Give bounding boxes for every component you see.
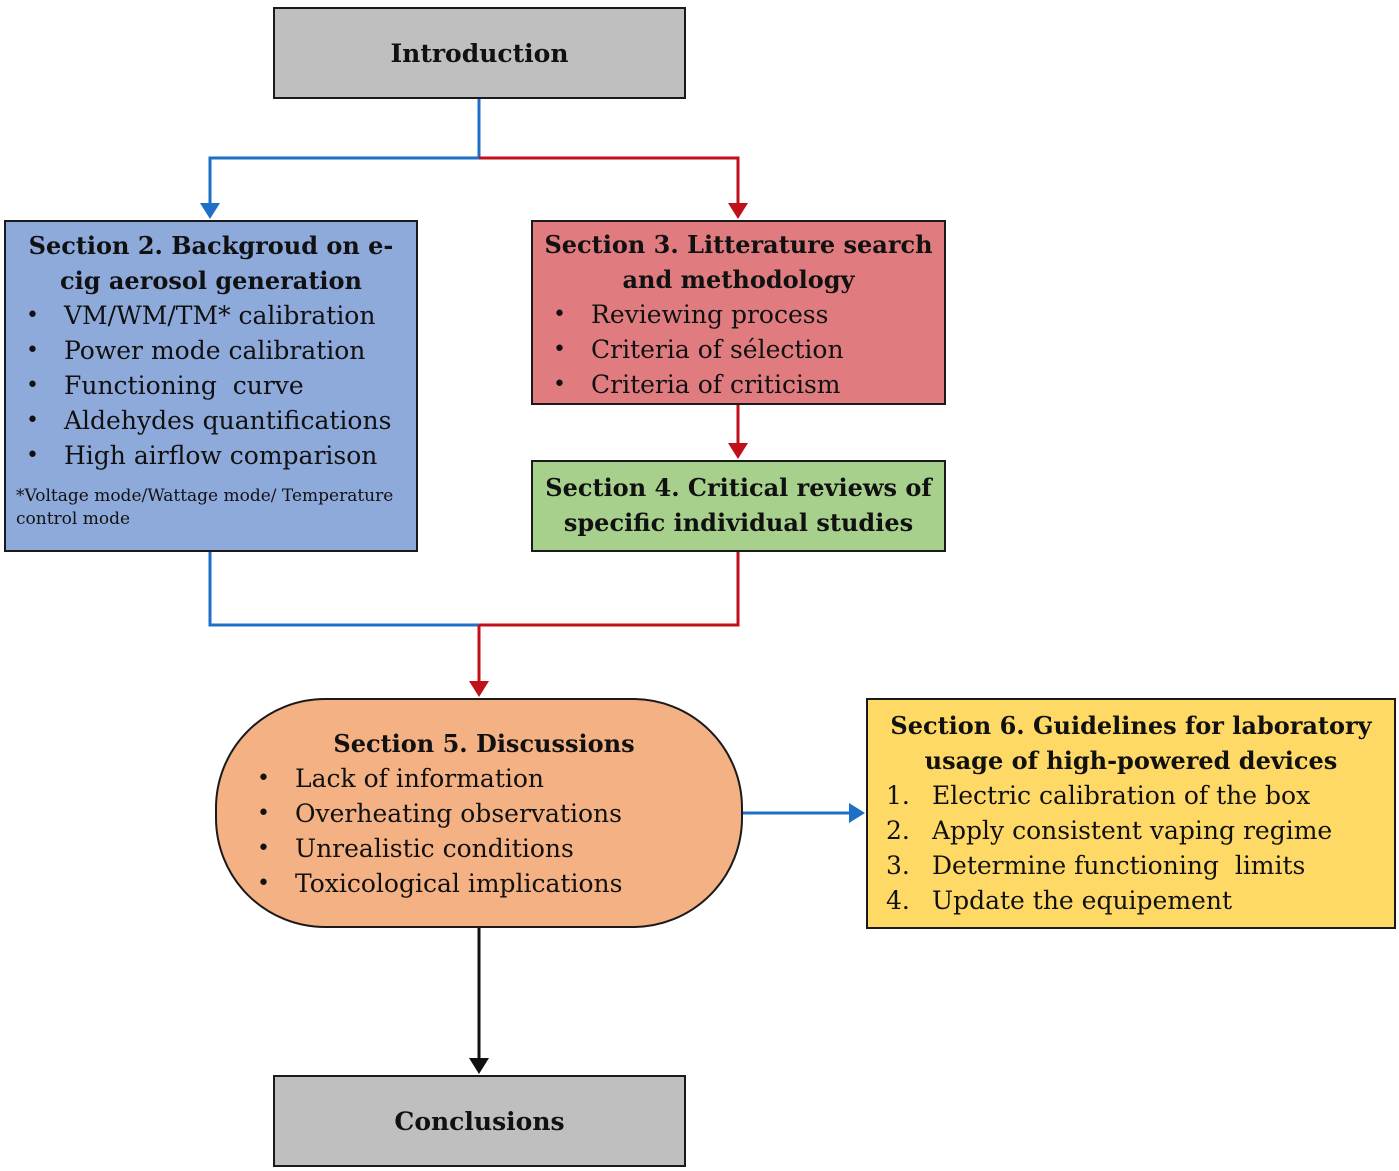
list-item: 4. Update the equipement: [876, 883, 1386, 918]
section2-footnote: *Voltage mode/Wattage mode/ Temperature …: [16, 486, 394, 529]
section4-box: Section 4. Critical reviews of specific …: [531, 460, 946, 552]
bullet-icon: •: [257, 836, 270, 861]
arrowhead-section6: [849, 803, 865, 823]
arrowhead-conclusions: [469, 1058, 489, 1074]
list-item-text: Power mode calibration: [64, 336, 366, 365]
list-item-text: VM/WM/TM* calibration: [64, 301, 376, 330]
list-number: 1.: [886, 781, 910, 810]
section6-title-line1: Section 6. Guidelines for laboratory: [890, 711, 1372, 740]
list-item-text: Lack of information: [295, 764, 545, 793]
section2-title: Section 2. Backgroud on e- cig aerosol g…: [16, 228, 406, 298]
list-item-text: Electric calibration of the box: [932, 781, 1311, 810]
connector-section4-to-merge: [479, 552, 740, 627]
section3-box: Section 3. Litterature search and method…: [531, 220, 946, 405]
section3-list: • Reviewing process • Criteria of sélectio…: [543, 297, 934, 402]
list-item: 1. Electric calibration of the box: [876, 778, 1386, 813]
list-item: • Aldehydes quantifications: [16, 403, 406, 438]
section5-title: Section 5. Discussions: [333, 729, 635, 758]
section6-list: 1. Electric calibration of the box 2. Appl…: [876, 778, 1386, 918]
list-number: 3.: [886, 851, 910, 880]
list-item: • VM/WM/TM* calibration: [16, 298, 406, 333]
introduction-box: Introduction: [273, 7, 686, 99]
section6-title-line2: usage of high-powered devices: [924, 746, 1338, 775]
section6-title: Section 6. Guidelines for laboratory usa…: [876, 708, 1386, 778]
list-item: 3. Determine functioning limits: [876, 848, 1386, 883]
list-item-text: Unrealistic conditions: [295, 834, 574, 863]
list-item: • Functioning curve: [16, 368, 406, 403]
list-item-text: Functioning curve: [64, 371, 304, 400]
list-item-text: Reviewing process: [591, 300, 829, 329]
list-item-text: Criteria of criticism: [591, 370, 841, 399]
list-item: • Toxicological implications: [247, 866, 721, 901]
list-item: • Overheating observations: [247, 796, 721, 831]
introduction-label: Introduction: [390, 38, 569, 68]
list-item-text: Criteria of sélection: [591, 335, 844, 364]
section2-list: • VM/WM/TM* calibration • Power mode calib…: [16, 298, 406, 473]
list-item-text: Overheating observations: [295, 799, 622, 828]
section6-box: Section 6. Guidelines for laboratory usa…: [866, 698, 1396, 929]
list-item: • High airflow comparison: [16, 438, 406, 473]
connector-section2-to-merge: [208, 552, 479, 627]
list-item: • Criteria of sélection: [543, 332, 934, 367]
bullet-icon: •: [553, 337, 566, 362]
list-item-text: Apply consistent vaping regime: [932, 816, 1333, 845]
bullet-icon: •: [257, 766, 270, 791]
list-item: • Lack of information: [247, 761, 721, 796]
connector-intro-to-section2: [208, 156, 479, 206]
bullet-icon: •: [26, 303, 39, 328]
bullet-icon: •: [257, 801, 270, 826]
section4-title-line1: Section 4. Critical reviews of: [545, 473, 932, 502]
list-item: • Power mode calibration: [16, 333, 406, 368]
bullet-icon: •: [26, 443, 39, 468]
list-item: • Unrealistic conditions: [247, 831, 721, 866]
section3-title: Section 3. Litterature search and method…: [543, 227, 934, 297]
section2-title-line2: cig aerosol generation: [60, 266, 362, 295]
conclusions-box: Conclusions: [273, 1075, 686, 1167]
section4-title-line2: specific individual studies: [563, 508, 914, 537]
bullet-icon: •: [553, 302, 566, 327]
section2-box: Section 2. Backgroud on e- cig aerosol g…: [4, 220, 418, 552]
arrowhead-section3: [728, 203, 748, 219]
list-item-text: Update the equipement: [932, 886, 1232, 915]
section5-box: Section 5. Discussions • Lack of informat…: [215, 698, 743, 928]
section3-title-line2: and methodology: [622, 265, 855, 294]
list-number: 4.: [886, 886, 910, 915]
bullet-icon: •: [26, 408, 39, 433]
arrowhead-section4: [728, 443, 748, 459]
section5-list: • Lack of information • Overheating observ…: [247, 761, 721, 901]
list-item: • Reviewing process: [543, 297, 934, 332]
connector-intro-to-section3: [479, 156, 740, 206]
list-number: 2.: [886, 816, 910, 845]
conclusions-label: Conclusions: [394, 1106, 565, 1136]
section4-title: Section 4. Critical reviews of specific …: [539, 470, 938, 540]
bullet-icon: •: [26, 338, 39, 363]
section2-title-line1: Section 2. Backgroud on e-: [28, 231, 394, 260]
arrowhead-section2: [200, 203, 220, 219]
list-item: 2. Apply consistent vaping regime: [876, 813, 1386, 848]
list-item-text: Aldehydes quantifications: [64, 406, 392, 435]
list-item: • Criteria of criticism: [543, 367, 934, 402]
section3-title-line1: Section 3. Litterature search: [544, 230, 933, 259]
bullet-icon: •: [257, 871, 270, 896]
bullet-icon: •: [26, 373, 39, 398]
list-item-text: Determine functioning limits: [932, 851, 1306, 880]
arrowhead-section5: [469, 681, 489, 697]
list-item-text: Toxicological implications: [295, 869, 623, 898]
bullet-icon: •: [553, 372, 566, 397]
list-item-text: High airflow comparison: [64, 441, 378, 470]
